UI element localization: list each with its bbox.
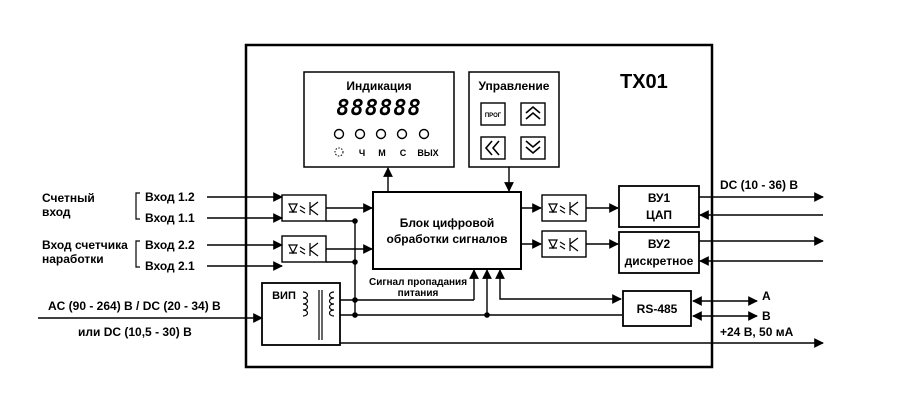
led-indicator <box>418 128 430 140</box>
vu2-label-2: дискретное <box>625 254 694 268</box>
led-indicator <box>354 128 366 140</box>
indication-block: Индикация 888888 Ч М С ВЫХ <box>303 71 455 168</box>
dc-out-label: DC (10 - 36) В <box>720 178 798 192</box>
optocoupler-2 <box>281 235 327 263</box>
vu2-block: ВУ2 дискретное <box>618 231 700 274</box>
led-indicator <box>396 128 408 140</box>
indication-title: Индикация <box>346 79 411 93</box>
double-chevron-left-icon <box>484 140 500 156</box>
rs485-a-label: A <box>762 289 771 303</box>
supply-label-1: AC (90 - 264) В / DC (20 - 34) В <box>48 299 221 313</box>
input-1-2-label: Вход 1.2 <box>145 190 195 204</box>
led-row <box>333 128 430 140</box>
vip-label: ВИП <box>272 290 296 302</box>
junction-dot <box>352 218 358 224</box>
rs485-b-label: B <box>762 309 771 323</box>
optocoupler-out-2 <box>541 230 587 258</box>
optocoupler-1 <box>281 194 327 222</box>
bracket-1 <box>135 192 140 220</box>
device-title: ТХ01 <box>620 71 668 93</box>
led-label-m: М <box>378 148 386 158</box>
vu1-block: ВУ1 ЦАП <box>618 185 700 228</box>
down-button[interactable] <box>520 136 546 160</box>
optocoupler-icon <box>288 201 319 216</box>
transformer-icon <box>302 290 335 340</box>
vu1-label-1: ВУ1 <box>648 191 671 205</box>
led-indicator <box>333 128 345 140</box>
power-fail-label-2: питания <box>398 288 439 299</box>
input-2-1-label: Вход 2.1 <box>145 259 195 273</box>
counter-input-label-2: вход <box>42 205 71 219</box>
seven-segment-display: 888888 <box>336 96 421 121</box>
input-1-1-label: Вход 1.1 <box>145 211 195 225</box>
junction-dot <box>352 297 358 303</box>
out-24v-label: +24 В, 50 мА <box>720 325 794 339</box>
led-label-s: С <box>400 148 407 158</box>
optocoupler-icon <box>548 237 579 252</box>
optocoupler-out-1 <box>541 194 587 222</box>
supply-label-2: или DC (10,5 - 30) В <box>78 325 192 339</box>
device-frame <box>244 43 714 369</box>
input-2-2-label: Вход 2.2 <box>145 238 195 252</box>
junction-dot <box>484 312 490 318</box>
prog-button[interactable]: ПРОГ <box>480 102 506 126</box>
power-fail-label-1: Сигнал пропадания <box>369 277 467 288</box>
led-label-out: ВЫХ <box>417 148 438 158</box>
rs485-block: RS-485 <box>622 290 692 327</box>
left-button[interactable] <box>480 136 506 160</box>
junction-dot <box>352 259 358 265</box>
processor-label-2: обработки сигналов <box>387 232 508 246</box>
control-block: Управление ПРОГ <box>468 71 560 168</box>
double-chevron-down-icon <box>525 140 541 155</box>
optocoupler-icon <box>288 242 319 257</box>
vip-block: ВИП <box>261 282 341 346</box>
prog-button-label: ПРОГ <box>485 113 502 119</box>
junction-dot <box>352 312 358 318</box>
vu1-label-2: ЦАП <box>646 208 672 222</box>
led-label-h: Ч <box>359 148 365 158</box>
double-chevron-up-icon <box>525 105 541 120</box>
control-title: Управление <box>479 79 550 93</box>
led-indicator <box>375 128 387 140</box>
processor-block: Блок цифровой обработки сигналов <box>372 191 522 270</box>
hours-input-label-1: Вход счетчика <box>42 238 128 252</box>
bracket-2 <box>135 240 140 268</box>
rs485-label: RS-485 <box>637 302 678 316</box>
counter-input-label-1: Счетный <box>42 191 95 205</box>
processor-label-1: Блок цифровой <box>400 216 495 230</box>
up-button[interactable] <box>520 102 546 126</box>
optocoupler-icon <box>548 201 579 216</box>
proc-rs485-bus <box>495 269 622 304</box>
hours-input-label-2: наработки <box>42 252 104 266</box>
vu2-label-1: ВУ2 <box>648 237 671 251</box>
sun-icon <box>334 147 344 157</box>
